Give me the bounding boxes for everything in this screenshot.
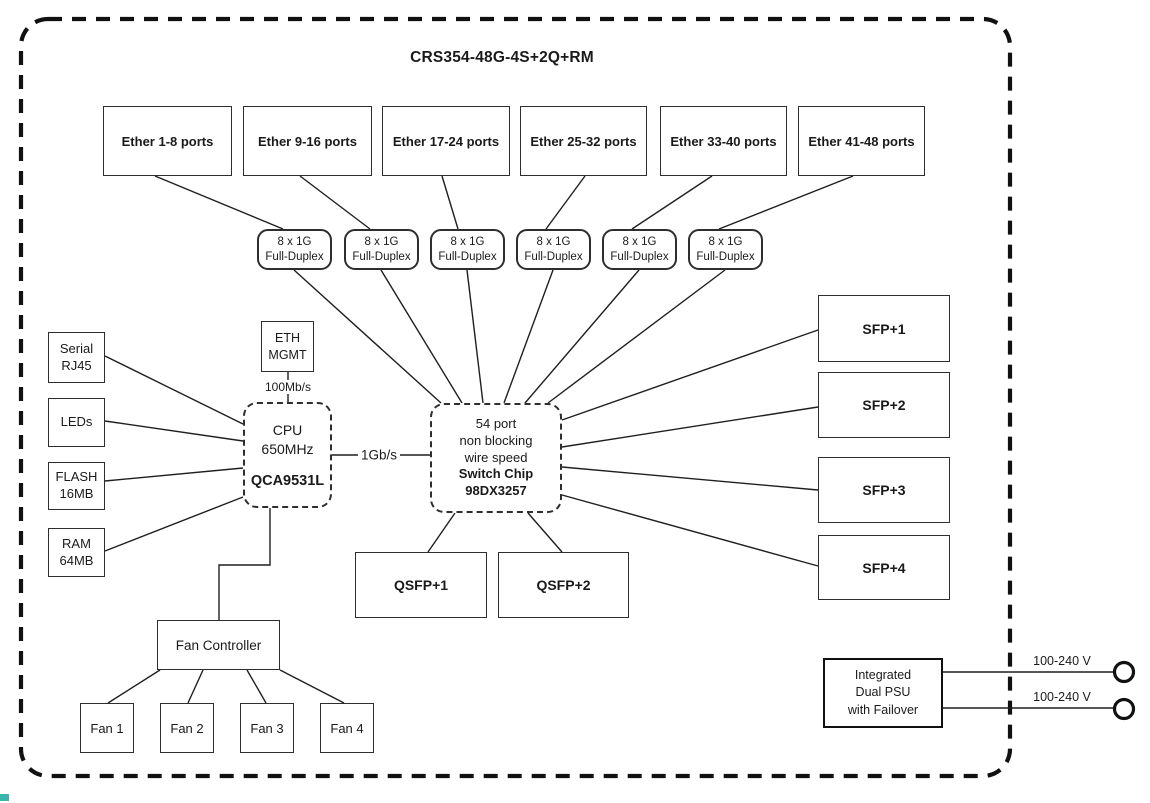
- qsfp2-box: QSFP+2: [498, 552, 629, 618]
- lane-2-box: 8 x 1G Full-Duplex: [344, 229, 419, 270]
- ram-box: RAM 64MB: [48, 528, 105, 577]
- lane-1-box: 8 x 1G Full-Duplex: [257, 229, 332, 270]
- connector-lines: [104, 175, 1114, 709]
- sfp4-box: SFP+4: [818, 535, 950, 600]
- power-inlet-1-icon: [1112, 660, 1136, 684]
- psu-input-2-label: 100-240 V: [1033, 690, 1091, 704]
- ether-33-40-box: Ether 33-40 ports: [660, 106, 787, 176]
- lane-6-box: 8 x 1G Full-Duplex: [688, 229, 763, 270]
- fan-controller-box: Fan Controller: [157, 620, 280, 670]
- fan2-box: Fan 2: [160, 703, 214, 753]
- ether-17-24-box: Ether 17-24 ports: [382, 106, 510, 176]
- ether-25-32-box: Ether 25-32 ports: [520, 106, 647, 176]
- fan4-box: Fan 4: [320, 703, 374, 753]
- ether-1-8-box: Ether 1-8 ports: [103, 106, 232, 176]
- corner-artifact: [0, 794, 9, 801]
- chassis-dashed-border: [18, 16, 1013, 779]
- leds-box: LEDs: [48, 398, 105, 447]
- diagram-title: CRS354-48G-4S+2Q+RM: [410, 49, 594, 66]
- sfp3-box: SFP+3: [818, 457, 950, 523]
- lane-4-box: 8 x 1G Full-Duplex: [516, 229, 591, 270]
- cpu-model-label: QCA9531L: [250, 472, 325, 489]
- serial-rj45-box: Serial RJ45: [48, 332, 105, 383]
- sfp2-box: SFP+2: [818, 372, 950, 438]
- cpu-switch-link-label: 1Gb/s: [357, 447, 401, 463]
- qsfp1-box: QSFP+1: [355, 552, 487, 618]
- sfp1-box: SFP+1: [818, 295, 950, 362]
- switch-desc-label: 54 port non blocking wire speed: [459, 415, 533, 465]
- ether-41-48-box: Ether 41-48 ports: [798, 106, 925, 176]
- fan1-box: Fan 1: [80, 703, 134, 753]
- eth-mgmt-box: ETH MGMT: [261, 321, 314, 372]
- lane-3-box: 8 x 1G Full-Duplex: [430, 229, 505, 270]
- psu-box: Integrated Dual PSU with Failover: [823, 658, 943, 728]
- power-inlet-2-icon: [1112, 697, 1136, 721]
- switch-model-label: Switch Chip 98DX3257: [458, 466, 534, 499]
- psu-input-1-label: 100-240 V: [1033, 654, 1091, 668]
- lane-5-box: 8 x 1G Full-Duplex: [602, 229, 677, 270]
- switch-chip-box: 54 port non blocking wire speed Switch C…: [430, 403, 562, 513]
- ether-9-16-box: Ether 9-16 ports: [243, 106, 372, 176]
- mgmt-speed-label: 100Mb/s: [261, 380, 315, 394]
- fan3-box: Fan 3: [240, 703, 294, 753]
- cpu-name-label: CPU 650MHz: [261, 421, 314, 458]
- flash-box: FLASH 16MB: [48, 462, 105, 510]
- cpu-box: CPU 650MHz QCA9531L: [243, 402, 332, 508]
